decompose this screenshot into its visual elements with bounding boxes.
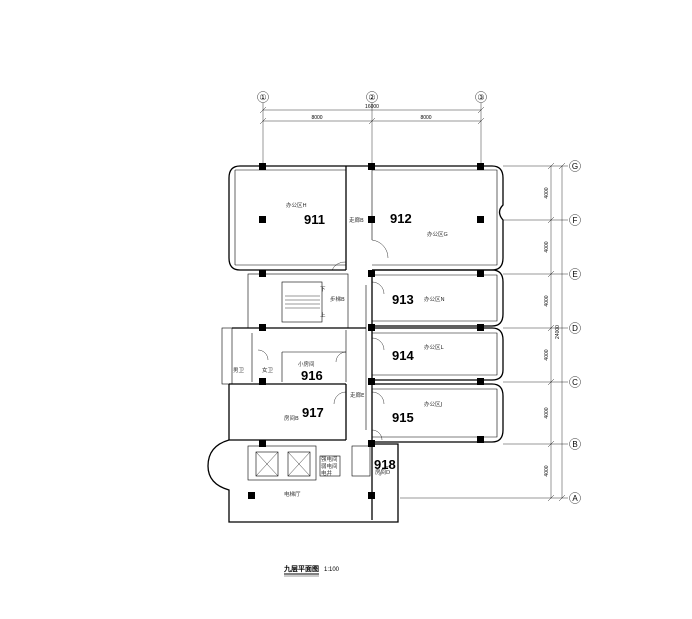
space-labels: 走廊B 步梯B 下 上 男卫 女卫 走廊E 电梯厅 强电间 弱电间 电井 xyxy=(233,216,365,498)
label-shaft-3: 电井 xyxy=(321,469,333,477)
axis-row-c: C xyxy=(572,378,578,387)
axis-col-1: ① xyxy=(259,93,266,102)
axis-col-3: ③ xyxy=(477,93,484,102)
column-axis-markers: ① ② ③ xyxy=(257,91,487,103)
dim-right-6: 4000 xyxy=(544,465,550,476)
dim-right-3: 4000 xyxy=(544,295,550,306)
room-number-917: 917 xyxy=(302,405,324,420)
dim-right-5: 4000 xyxy=(544,407,550,418)
structural-columns xyxy=(248,163,484,499)
dim-top-total: 16000 xyxy=(365,104,379,110)
label-stair-up: 上 xyxy=(320,311,326,319)
room-number-913: 913 xyxy=(392,292,414,307)
title-text: 九层平面图 xyxy=(283,564,319,573)
axis-row-f: F xyxy=(573,216,578,225)
row-axis-markers: G F E D C B A xyxy=(569,160,581,504)
room-label-917: 房间B xyxy=(284,414,299,422)
label-elevator-hall: 电梯厅 xyxy=(284,490,301,498)
room-number-915: 915 xyxy=(392,410,414,425)
room-number-916: 916 xyxy=(301,368,323,383)
dim-top-left: 8000 xyxy=(311,115,322,121)
room-label-918: 房间D xyxy=(375,468,390,476)
axis-row-e: E xyxy=(572,270,577,279)
axis-grid xyxy=(262,103,568,499)
label-corridor-mid: 走廊E xyxy=(350,391,365,399)
top-dimensions: 16000 8000 8000 xyxy=(259,104,485,125)
room-label-912: 办公区G xyxy=(427,230,448,238)
dim-right-1: 4000 xyxy=(544,187,550,198)
axis-row-g: G xyxy=(572,162,578,171)
dim-right-2: 4000 xyxy=(544,241,550,252)
room-number-911: 911 xyxy=(304,212,325,227)
axis-row-b: B xyxy=(572,440,577,449)
label-stair: 步梯B xyxy=(330,295,345,303)
walls xyxy=(207,165,504,523)
label-shaft-1: 强电间 xyxy=(321,455,338,463)
label-corridor-top: 走廊B xyxy=(349,216,364,224)
axis-col-2: ② xyxy=(368,93,375,102)
label-women-wc: 女卫 xyxy=(262,366,274,374)
dim-top-right: 8000 xyxy=(420,115,431,121)
label-shaft-2: 弱电间 xyxy=(321,462,338,470)
room-number-918: 918 xyxy=(374,457,396,472)
title-scale: 1:100 xyxy=(324,567,340,573)
drawing-title: 九层平面图 1:100 xyxy=(283,564,340,577)
room-number-912: 912 xyxy=(390,211,412,226)
label-men-wc: 男卫 xyxy=(233,367,245,374)
room-number-914: 914 xyxy=(392,348,414,363)
dim-right-total: 24000 xyxy=(555,325,561,339)
axis-row-a: A xyxy=(572,494,578,503)
room-label-916: 小房间 xyxy=(298,360,315,368)
label-stair-down: 下 xyxy=(320,286,326,293)
room-label-911: 办公区H xyxy=(286,201,307,209)
room-label-913: 办公区N xyxy=(424,295,445,303)
room-label-914: 办公区L xyxy=(424,343,445,351)
doors xyxy=(257,239,391,477)
room-labels: 办公区H 911 办公区G 912 办公区N 913 办公区L 914 办公区J… xyxy=(284,201,448,476)
right-dimensions: 4000 4000 4000 4000 4000 4000 24000 xyxy=(544,162,566,502)
dim-right-4: 4000 xyxy=(544,349,550,360)
axis-row-d: D xyxy=(572,324,578,333)
room-label-915: 办公区J xyxy=(424,400,443,408)
